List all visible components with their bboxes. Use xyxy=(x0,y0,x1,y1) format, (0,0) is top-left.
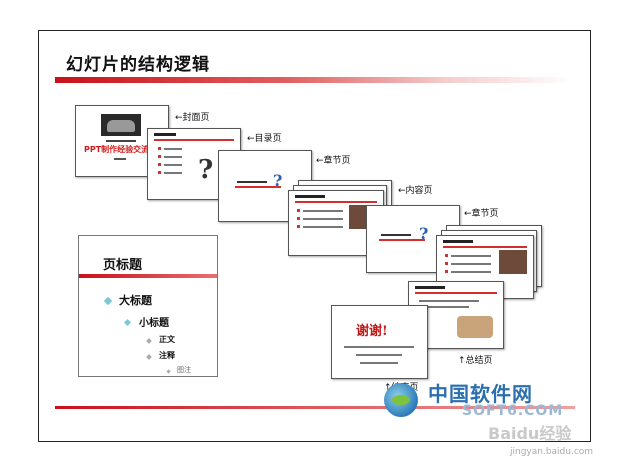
content-redline xyxy=(443,246,527,248)
watermark-brand: 中国软件网 xyxy=(428,382,533,406)
label-toc: ←目录页 xyxy=(247,134,282,144)
content-line xyxy=(451,255,491,257)
summary-redline xyxy=(415,292,497,294)
summary-heading xyxy=(415,286,445,289)
toc-line xyxy=(164,156,182,158)
content-photo xyxy=(499,250,527,274)
content-heading xyxy=(295,195,325,198)
thanks-text: 谢谢! xyxy=(356,324,388,339)
cover-title: PPT制作经验交流 xyxy=(84,145,150,154)
dot-bullet-icon xyxy=(146,338,152,344)
diagram-title: 幻灯片的结构逻辑 xyxy=(66,55,210,75)
question-mark-icon: ? xyxy=(273,171,283,190)
content-line xyxy=(451,271,491,273)
content-line xyxy=(303,218,343,220)
content-bullet xyxy=(297,225,300,228)
toc-line xyxy=(164,148,182,150)
diamond-bullet-icon xyxy=(103,296,113,306)
cover-photo xyxy=(101,114,141,136)
chapter-redline xyxy=(235,186,281,188)
chapter-redline xyxy=(379,239,425,241)
end-line xyxy=(360,362,398,364)
dot-bullet-icon xyxy=(166,369,171,374)
content-bullet xyxy=(297,217,300,220)
end-line xyxy=(356,354,402,356)
pt-page-title: 页标题 xyxy=(103,258,143,273)
toc-bullet xyxy=(158,147,161,150)
pt-level4: 注释 xyxy=(159,350,175,360)
content-heading xyxy=(443,240,473,243)
label-cover: ←封面页 xyxy=(175,113,210,123)
pt-title-bar xyxy=(79,274,217,278)
pt-level5: 图注 xyxy=(177,366,191,374)
toc-line xyxy=(164,164,182,166)
cover-slide: PPT制作经验交流 xyxy=(75,105,169,177)
title-underline xyxy=(55,77,575,83)
end-line xyxy=(344,346,414,348)
toc-bullet xyxy=(158,163,161,166)
toc-redline xyxy=(154,139,234,141)
content-bullet xyxy=(297,209,300,212)
toc-bullet xyxy=(158,155,161,158)
page-title-template-slide: 页标题 大标题 小标题 正文 注释 图注 xyxy=(78,235,218,377)
watermark-url: jingyan.baidu.com xyxy=(510,447,594,457)
content-redline xyxy=(295,201,377,203)
toc-heading xyxy=(154,133,176,136)
dot-bullet-icon xyxy=(146,354,152,360)
content-line xyxy=(303,226,343,228)
cover-date-line xyxy=(114,158,126,160)
soft6-logo-icon xyxy=(384,383,418,417)
content-line xyxy=(303,210,343,212)
toc-bullet xyxy=(158,171,161,174)
pt-level3: 正文 xyxy=(159,334,175,344)
content-bullet xyxy=(445,270,448,273)
pt-level2: 小标题 xyxy=(139,318,169,329)
summary-line xyxy=(419,300,479,302)
chapter-title-line xyxy=(237,181,267,183)
summary-photo xyxy=(457,316,493,338)
content-bullet xyxy=(445,262,448,265)
end-slide: 谢谢! xyxy=(331,305,428,379)
label-content: ←内容页 xyxy=(398,186,433,196)
bottom-divider xyxy=(55,406,575,409)
label-chapter-2: ←章节页 xyxy=(464,209,499,219)
label-summary: ↑总结页 xyxy=(458,356,493,366)
pt-level1: 大标题 xyxy=(119,294,152,307)
diamond-bullet-icon xyxy=(123,318,132,327)
label-chapter-1: ←章节页 xyxy=(316,156,351,166)
question-mark-icon: ? xyxy=(419,224,429,243)
watermark-baidu: Baidu经验 xyxy=(488,424,572,443)
content-line xyxy=(451,263,491,265)
cover-subtitle-line xyxy=(106,140,136,142)
chapter-title-line xyxy=(381,234,411,236)
watermark-domain: SOFT6.COM xyxy=(462,403,564,419)
summary-line xyxy=(419,306,469,308)
question-mark-icon: ? xyxy=(198,155,214,185)
content-bullet xyxy=(445,254,448,257)
toc-line xyxy=(164,172,182,174)
